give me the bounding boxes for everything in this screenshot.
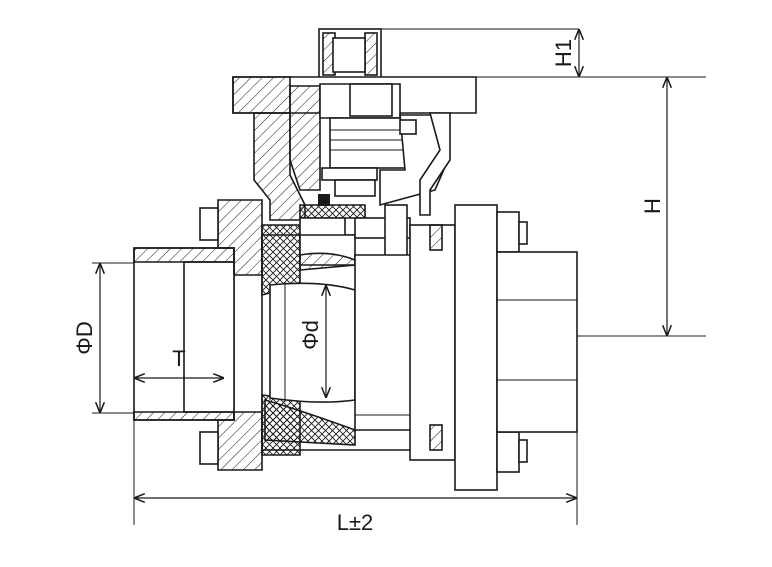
valve-body xyxy=(261,204,456,461)
dim-l xyxy=(133,420,578,525)
bonnet-section xyxy=(253,83,451,221)
dim-phi-D xyxy=(92,262,134,414)
stem-nut xyxy=(318,28,579,80)
label-h1: H1 xyxy=(551,39,576,67)
right-flange xyxy=(454,204,578,491)
dim-h1 xyxy=(476,29,706,78)
left-end-cap xyxy=(133,199,263,471)
label-l: L±2 xyxy=(337,510,374,535)
label-phi-D: ΦD xyxy=(72,321,97,354)
dim-h xyxy=(577,77,706,337)
label-h: H xyxy=(640,198,665,214)
label-t: T xyxy=(172,346,185,371)
label-phi-d: Φd xyxy=(298,320,323,350)
